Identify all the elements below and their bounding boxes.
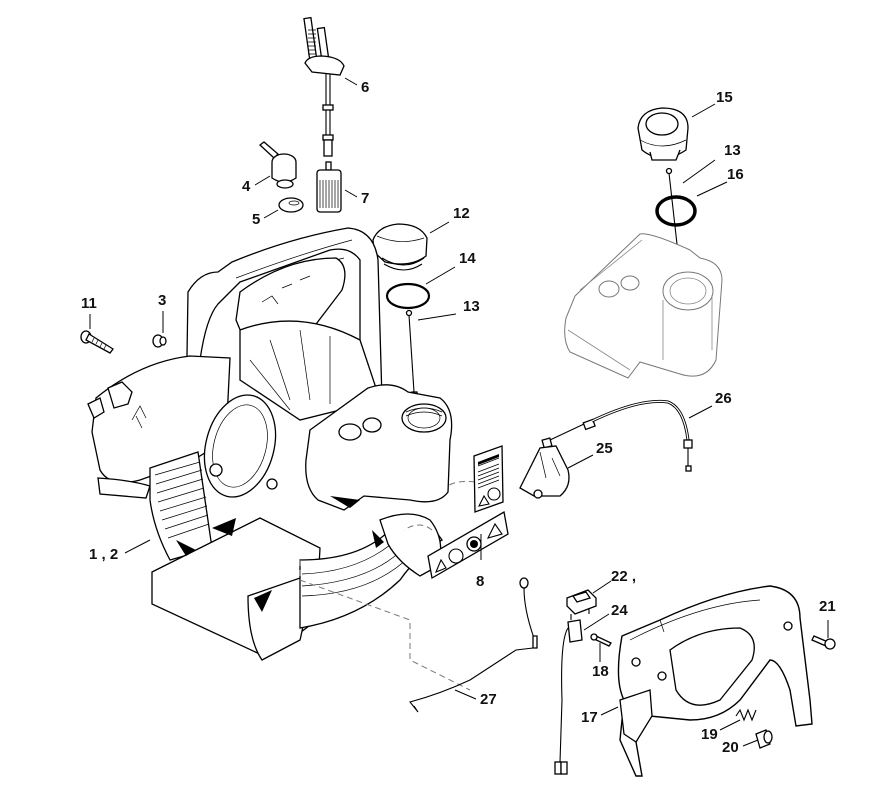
pin-part — [590, 633, 612, 647]
screw-part — [80, 330, 114, 354]
switch-part — [566, 589, 597, 620]
o-ring-large-part — [385, 282, 431, 310]
screw-part — [811, 635, 836, 650]
callout-17: 17 — [581, 709, 598, 726]
callout-4: 4 — [242, 178, 251, 195]
callout-1-2: 1 , 2 — [89, 546, 119, 563]
callout-24: 24 — [611, 602, 628, 619]
tank-vent-part — [258, 141, 297, 189]
ground-wire-part — [409, 577, 538, 713]
callout-14: 14 — [459, 250, 476, 267]
callout-27: 27 — [480, 691, 497, 708]
callout-13b: 13 — [724, 142, 741, 159]
oil-tank-reference — [564, 233, 723, 379]
fuel-cap-part — [372, 223, 428, 271]
callout-21: 21 — [819, 598, 836, 615]
callout-22: 22 , — [611, 568, 637, 585]
callout-12: 12 — [453, 205, 470, 222]
callout-13a: 13 — [463, 298, 480, 315]
callout-20: 20 — [722, 739, 739, 756]
fan-housing-part — [87, 227, 476, 691]
bushing-part — [152, 334, 167, 348]
retaining-cord-part — [405, 309, 418, 403]
callout-16: 16 — [727, 166, 744, 183]
fuel-pickup-hose-part — [303, 16, 345, 157]
leader-lines — [89, 77, 829, 747]
throttle-lever-part — [519, 423, 585, 499]
callout-15: 15 — [716, 89, 733, 106]
callout-7: 7 — [361, 190, 370, 207]
fuel-filter-part — [316, 161, 342, 213]
warning-decals-part — [427, 445, 509, 580]
oil-cap-part — [637, 107, 689, 161]
callout-18: 18 — [592, 663, 609, 680]
callout-3: 3 — [158, 292, 167, 309]
button-part — [755, 729, 773, 749]
o-ring-part — [655, 195, 697, 227]
callout-5: 5 — [252, 211, 261, 228]
spring-part — [735, 708, 757, 722]
callout-6: 6 — [361, 79, 370, 96]
wiring-harness-part — [554, 619, 583, 775]
callout-11: 11 — [81, 295, 97, 312]
grommet-part — [278, 197, 304, 213]
throttle-cable-part — [582, 399, 693, 472]
callout-19: 19 — [701, 726, 718, 743]
callout-25: 25 — [596, 440, 613, 457]
callout-26: 26 — [715, 390, 732, 407]
handle-housing-part — [617, 585, 813, 777]
callout-8: 8 — [476, 573, 485, 590]
